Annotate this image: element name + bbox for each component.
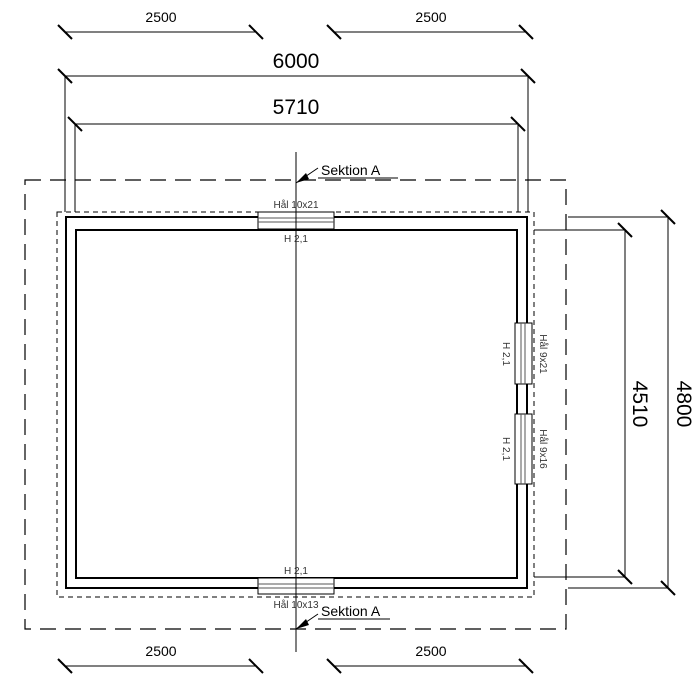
dim-bottom-left-label: 2500	[145, 643, 176, 659]
dim-line-outer-width	[57, 68, 536, 212]
right-lower-opening-label: Hål 9x16	[537, 429, 549, 469]
dim-inner-height-label: 4510	[628, 381, 651, 428]
bottom-opening-label: Hål 10x13	[273, 599, 318, 611]
dim-outer-height-label: 4800	[672, 381, 695, 428]
right-upper-opening	[514, 322, 533, 385]
dim-line-top-left	[57, 24, 264, 40]
dim-line-inner-width	[67, 116, 526, 212]
top-opening-label: Hål 10x21	[273, 199, 318, 211]
dim-top-right-label: 2500	[415, 9, 446, 25]
right-lower-opening	[514, 413, 533, 485]
dim-line-outer-height	[568, 209, 676, 596]
dim-outer-width-label: 6000	[273, 50, 320, 73]
right-upper-opening-height: H 2,1	[500, 342, 511, 366]
section-arrow-top	[295, 167, 398, 184]
dim-line-bottom-left	[57, 658, 264, 674]
dim-line-inner-height	[534, 222, 633, 585]
dim-line-bottom-right	[326, 658, 534, 674]
right-lower-opening-height: H 2,1	[500, 437, 511, 461]
section-label-top: Sektion A	[321, 162, 381, 178]
dim-bottom-right-label: 2500	[415, 643, 446, 659]
right-upper-opening-label: Hål 9x21	[537, 334, 549, 374]
section-label-bottom: Sektion A	[321, 603, 381, 619]
bottom-opening-height: H 2,1	[284, 566, 308, 577]
top-opening-height: H 2,1	[284, 234, 308, 245]
section-arrow-bottom	[295, 613, 390, 630]
dim-top-left-label: 2500	[145, 9, 176, 25]
dim-inner-width-label: 5710	[273, 96, 320, 119]
dim-line-top-right	[326, 24, 534, 40]
